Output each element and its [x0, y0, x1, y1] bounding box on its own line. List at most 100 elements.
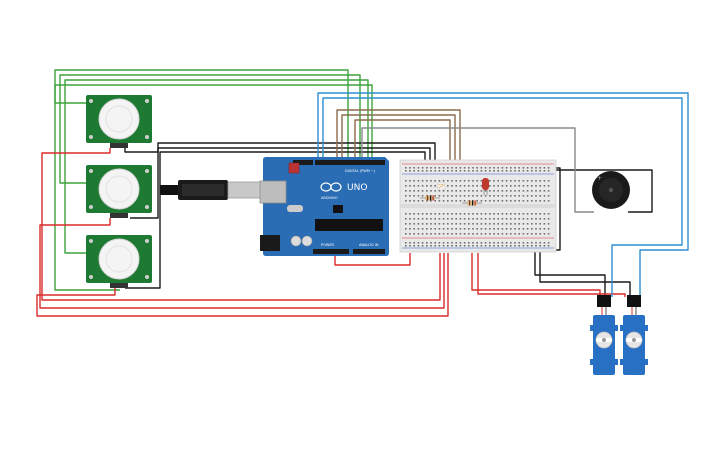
- breadboard-hole: [501, 200, 504, 202]
- breadboard-hole: [405, 213, 407, 215]
- breadboard-hole: [463, 213, 466, 215]
- breadboard-hole: [522, 167, 525, 169]
- breadboard-hole: [413, 190, 415, 192]
- breadboard-hole: [463, 242, 466, 244]
- breadboard-hole: [497, 200, 499, 202]
- reset-button[interactable]: [288, 162, 300, 174]
- breadboard-hole: [547, 213, 550, 215]
- breadboard-hole: [442, 233, 445, 235]
- breadboard-hole: [451, 185, 453, 187]
- breadboard-hole: [405, 170, 407, 172]
- breadboard-hole: [417, 195, 420, 197]
- breadboard-hole: [463, 195, 466, 197]
- breadboard-hole: [434, 167, 436, 169]
- breadboard-hole: [459, 242, 462, 244]
- breadboard-hole: [522, 218, 525, 220]
- breadboard-hole: [547, 195, 550, 197]
- breadboard-hole: [489, 218, 491, 220]
- breadboard-hole: [459, 228, 462, 230]
- breadboard-hole: [531, 228, 533, 230]
- power-label: POWER: [321, 243, 335, 247]
- photoresistor[interactable]: [436, 181, 446, 191]
- breadboard-hole: [480, 185, 483, 187]
- breadboard-hole: [417, 228, 420, 230]
- usb-cable[interactable]: [160, 180, 265, 200]
- breadboard-hole: [489, 190, 491, 192]
- breadboard-hole: [455, 170, 457, 172]
- breadboard-hole: [455, 190, 457, 192]
- breadboard-hole: [451, 180, 453, 182]
- breadboard-hole: [547, 223, 550, 225]
- breadboard-hole: [480, 195, 483, 197]
- breadboard-hole: [405, 223, 407, 225]
- breadboard-hole: [405, 185, 407, 187]
- breadboard-hole: [493, 233, 495, 235]
- breadboard-hole: [409, 180, 411, 182]
- breadboard-hole: [413, 200, 415, 202]
- breadboard-hole: [522, 185, 525, 187]
- pir-sensor-2[interactable]: [86, 165, 152, 218]
- breadboard-hole: [434, 170, 436, 172]
- usb-cable-tail: [160, 185, 178, 195]
- breadboard-hole: [480, 200, 483, 202]
- breadboard-hole: [480, 228, 483, 230]
- piezo-buzzer[interactable]: +: [592, 171, 630, 209]
- breadboard-hole: [526, 242, 529, 244]
- pir-sensor-3[interactable]: [86, 235, 152, 288]
- breadboard-hole: [480, 242, 483, 244]
- breadboard-hole: [547, 185, 550, 187]
- arduino-uno[interactable]: UNO ARDUINO DIGITAL (PWM ~) POWER ANALOG…: [259, 157, 389, 256]
- breadboard-hole: [505, 190, 508, 192]
- led-red[interactable]: [482, 178, 489, 195]
- breadboard-hole: [434, 223, 436, 225]
- breadboard-hole: [514, 218, 516, 220]
- capacitor-1: [290, 235, 302, 247]
- breadboard-hole: [455, 218, 457, 220]
- breadboard-hole: [447, 190, 449, 192]
- breadboard-hole: [468, 218, 470, 220]
- resistor-2[interactable]: [462, 200, 482, 206]
- breadboard-hole: [510, 223, 512, 225]
- resistor-1[interactable]: [420, 195, 440, 201]
- breadboard-hole: [518, 195, 520, 197]
- breadboard-hole: [526, 190, 529, 192]
- breadboard-hole: [505, 167, 508, 169]
- breadboard-hole: [493, 170, 495, 172]
- buzzer-hole: [608, 187, 614, 193]
- breadboard-hole: [497, 218, 499, 220]
- breadboard-hole: [472, 218, 474, 220]
- pir-sensor-1[interactable]: [86, 95, 152, 148]
- breadboard-hole: [510, 195, 512, 197]
- servo-1[interactable]: [590, 295, 618, 375]
- breadboard-hole: [531, 190, 533, 192]
- wire-red-4: [334, 253, 411, 266]
- breadboard-hole: [522, 190, 525, 192]
- breadboard-hole: [480, 213, 483, 215]
- breadboard-hole: [505, 185, 508, 187]
- servo-2[interactable]: [620, 295, 648, 375]
- breadboard-hole: [476, 200, 478, 202]
- breadboard-hole: [455, 213, 457, 215]
- breadboard-hole: [459, 185, 462, 187]
- breadboard-hole: [447, 170, 449, 172]
- breadboard-hole: [493, 223, 495, 225]
- breadboard[interactable]: [399, 159, 557, 253]
- breadboard-hole: [409, 218, 411, 220]
- breadboard-hole: [497, 190, 499, 192]
- breadboard-hole: [535, 170, 537, 172]
- breadboard-hole: [522, 245, 525, 247]
- board-brand-text: ARDUINO: [321, 196, 338, 200]
- breadboard-hole: [543, 245, 546, 247]
- breadboard-hole: [438, 180, 441, 182]
- breadboard-hole: [442, 245, 445, 247]
- breadboard-hole: [497, 195, 499, 197]
- breadboard-hole: [522, 233, 525, 235]
- breadboard-hole: [451, 233, 453, 235]
- wire-black-6: [539, 250, 631, 297]
- breadboard-hole: [409, 223, 411, 225]
- breadboard-hole: [413, 170, 415, 172]
- wire-black-3: [125, 151, 426, 289]
- breadboard-hole: [531, 170, 533, 172]
- breadboard-hole: [505, 228, 508, 230]
- breadboard-hole: [451, 245, 453, 247]
